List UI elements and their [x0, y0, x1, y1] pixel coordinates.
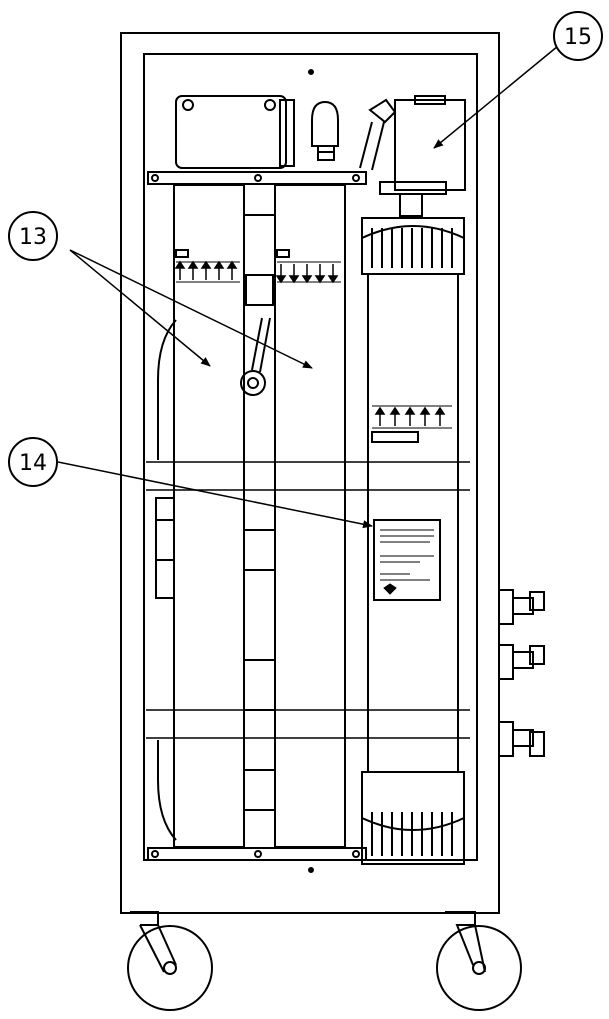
cabinet-frame [120, 32, 500, 914]
flow-arrows [174, 260, 452, 429]
flow-arrows-right-down [275, 261, 341, 284]
junction-box [175, 95, 295, 169]
callout-14-label: 14 [19, 451, 47, 476]
membrane-vessel-left [173, 184, 245, 848]
horizontal-rails [146, 461, 470, 739]
outlet-fittings [498, 589, 545, 757]
leader-13-b [69, 249, 313, 369]
filter-label-plate [371, 431, 441, 601]
mounting-hole-top [308, 69, 314, 75]
pressure-valve [311, 100, 339, 161]
caster-left [127, 911, 213, 1011]
callout-14: 14 [8, 437, 58, 487]
leader-14 [57, 461, 373, 529]
flow-arrows-filter-up [372, 405, 452, 429]
callout-15: 15 [553, 11, 603, 61]
leader-15 [433, 45, 559, 149]
flow-arrows-left-up [174, 260, 240, 283]
cartridge-filter [361, 181, 465, 865]
mounting-hole-bottom [308, 867, 314, 873]
leader-13-a [69, 249, 211, 367]
callout-13-label: 13 [19, 225, 47, 250]
caster-right [436, 911, 522, 1011]
callout-13: 13 [8, 211, 58, 261]
label-plate-lines [380, 529, 434, 595]
top-bracket [147, 171, 367, 185]
center-piping [240, 214, 276, 811]
cabinet-inner-panel [143, 53, 478, 861]
leader-lines [57, 45, 559, 529]
controller-box [359, 95, 466, 191]
bottom-bracket [147, 847, 367, 861]
endcap-ribs [371, 228, 453, 856]
membrane-vessel-right [274, 184, 346, 848]
left-tubing [155, 319, 177, 841]
callout-15-label: 15 [564, 25, 592, 50]
